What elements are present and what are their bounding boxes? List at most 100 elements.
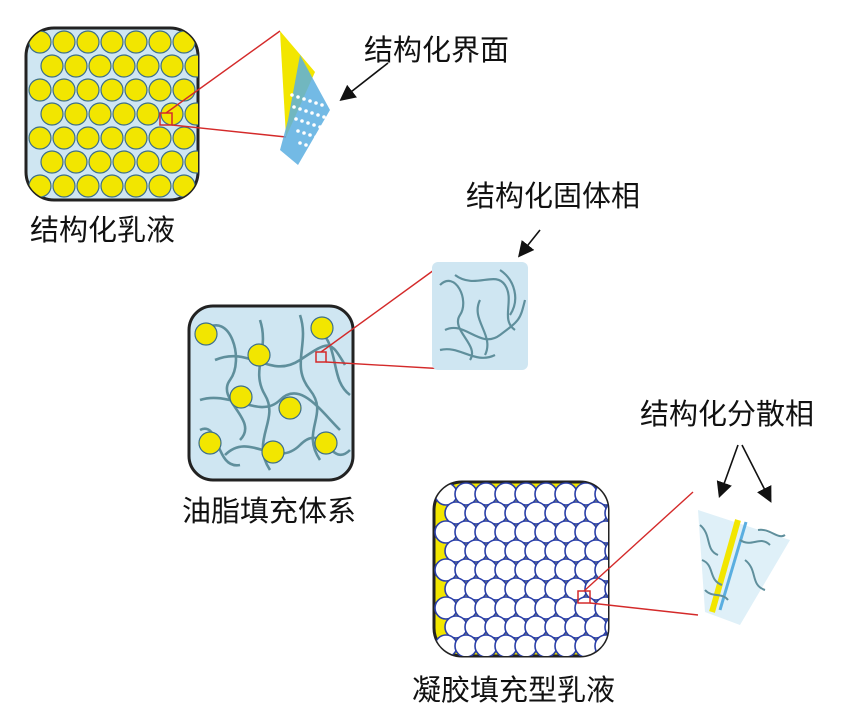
arrow-icon — [518, 229, 541, 258]
droplet — [160, 54, 184, 78]
droplet — [194, 322, 218, 346]
interface-dot — [314, 101, 318, 105]
droplet — [310, 316, 334, 340]
droplet — [76, 174, 100, 198]
droplet — [124, 78, 148, 102]
droplet — [514, 634, 538, 656]
arrow-icon — [741, 444, 772, 503]
zoom-line — [320, 269, 435, 353]
droplet — [604, 501, 608, 525]
droplet — [247, 343, 271, 367]
droplet — [229, 385, 253, 409]
droplet — [28, 126, 52, 150]
interface-dot — [304, 143, 308, 147]
droplet — [88, 150, 112, 174]
droplet — [554, 634, 578, 656]
interface-dot — [320, 137, 324, 141]
droplet — [604, 615, 608, 639]
interface-dot — [292, 105, 296, 109]
droplet — [594, 634, 608, 656]
droplet — [136, 150, 160, 174]
droplet — [124, 126, 148, 150]
droplet — [100, 78, 124, 102]
interface-dot — [302, 131, 306, 135]
interface-dot — [296, 95, 300, 99]
droplet — [148, 30, 172, 54]
droplet — [198, 431, 222, 455]
interface-dot — [300, 119, 304, 123]
droplet — [148, 126, 172, 150]
white-droplets — [434, 482, 608, 656]
droplet — [184, 54, 198, 78]
zoom-line — [165, 30, 281, 114]
interface-dot — [308, 99, 312, 103]
droplet — [88, 54, 112, 78]
structured-dispersed-phase-zoom — [698, 510, 790, 625]
structured-dispersed-phase-label: 结构化分散相 — [640, 397, 815, 431]
droplet — [160, 150, 184, 174]
zoom-line — [589, 602, 699, 616]
droplet — [112, 54, 136, 78]
droplet — [172, 126, 196, 150]
zoom-line — [171, 124, 287, 138]
droplet — [64, 102, 88, 126]
droplet — [112, 150, 136, 174]
structured-interface-label: 结构化界面 — [364, 33, 510, 67]
droplet — [28, 174, 52, 198]
droplet — [172, 30, 196, 54]
gel-filled-emulsion-panel — [432, 480, 610, 658]
droplet — [278, 396, 302, 420]
oil-filled-system-label: 油脂填充体系 — [182, 494, 357, 528]
droplet — [148, 174, 172, 198]
droplet — [148, 78, 172, 102]
droplet — [100, 174, 124, 198]
droplet — [40, 102, 64, 126]
structured-solid-phase-label: 结构化固体相 — [466, 179, 641, 213]
droplet — [100, 30, 124, 54]
droplet — [64, 150, 88, 174]
interface-dot — [328, 151, 332, 155]
arrow-icon — [339, 62, 389, 101]
interface-dot — [310, 111, 314, 115]
droplet — [604, 539, 608, 563]
droplet — [40, 150, 64, 174]
interface-dot — [298, 141, 302, 145]
structured-emulsion-label: 结构化乳液 — [30, 213, 176, 247]
droplet — [52, 174, 76, 198]
interface-dot — [314, 135, 318, 139]
interface-dot — [326, 139, 330, 143]
droplet — [454, 634, 478, 656]
droplet — [184, 102, 198, 126]
interface-dot — [320, 103, 324, 107]
droplet — [434, 634, 458, 656]
structured-solid-phase-zoom — [432, 262, 528, 370]
interface-dot — [324, 127, 328, 131]
interface-dot — [304, 109, 308, 113]
zoom-line — [583, 491, 694, 592]
droplet — [594, 596, 608, 620]
interface-dot — [316, 113, 320, 117]
droplet — [314, 431, 338, 455]
interface-dot — [302, 97, 306, 101]
droplet — [76, 30, 100, 54]
droplet — [28, 78, 52, 102]
droplet — [534, 634, 558, 656]
droplet — [494, 634, 518, 656]
droplet — [136, 102, 160, 126]
droplet — [136, 54, 160, 78]
droplet — [52, 126, 76, 150]
structured-interface-zoom — [280, 31, 332, 165]
droplet — [112, 102, 136, 126]
droplet — [604, 577, 608, 601]
droplet — [172, 174, 196, 198]
droplet — [88, 102, 112, 126]
zoom-line — [325, 361, 447, 370]
droplet — [124, 174, 148, 198]
droplet — [594, 520, 608, 544]
droplet — [40, 54, 64, 78]
arrow-icon — [716, 444, 739, 499]
interface-dot — [296, 129, 300, 133]
droplet — [100, 126, 124, 150]
